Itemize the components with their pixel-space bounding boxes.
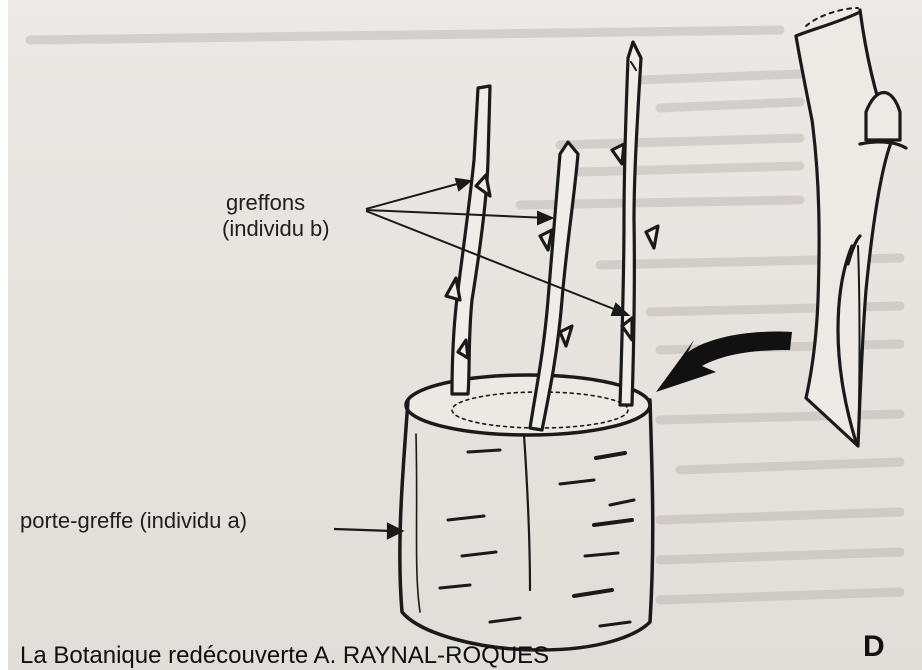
- curved-arrow: [656, 332, 792, 392]
- scion-left: [446, 86, 490, 394]
- rootstock-label: porte-greffe (individu a): [20, 508, 247, 533]
- graft-detail-inset: [796, 8, 906, 446]
- panel-letter: D: [863, 630, 885, 664]
- rootstock-cylinder: [400, 375, 653, 650]
- scions-sublabel: (individu b): [222, 216, 330, 241]
- source-caption: La Botanique redécouverte A. RAYNAL-ROQU…: [20, 642, 549, 670]
- rootstock-bark-marks: [440, 450, 634, 626]
- rootstock-pointer-arrow: [334, 524, 402, 538]
- scion-right: [612, 42, 658, 405]
- scions-label: greffons: [226, 190, 305, 215]
